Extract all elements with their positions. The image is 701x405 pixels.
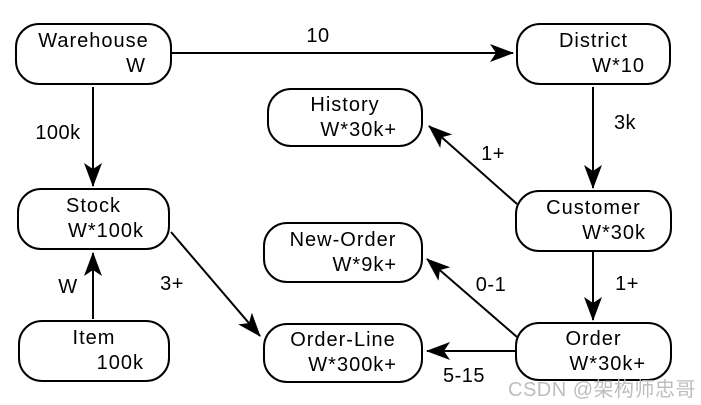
node-stock-count: W*100k xyxy=(67,220,144,242)
node-new-order-count: W*9k+ xyxy=(332,253,397,276)
edge-label-warehouse-stock: 100k xyxy=(35,122,81,144)
node-district-count: W*10 xyxy=(592,55,645,77)
node-item-name: Item xyxy=(72,327,116,349)
node-warehouse: Warehouse W xyxy=(15,23,172,85)
edge-order-new-order xyxy=(426,258,518,338)
node-order-line-count: W*300k+ xyxy=(308,354,397,376)
node-stock-name: Stock xyxy=(65,195,122,217)
edge-label-stock-order-line: 3+ xyxy=(160,273,184,295)
edge-label-warehouse-district: 10 xyxy=(306,25,329,47)
node-item: Item 100k xyxy=(18,320,170,382)
node-customer: Customer W*30k xyxy=(515,190,672,252)
edge-label-district-customer: 3k xyxy=(614,112,637,134)
node-order: Order W*30k+ xyxy=(515,322,672,381)
node-district-name: District xyxy=(558,30,629,52)
edge-label-order-order-line: 5-15 xyxy=(443,365,485,387)
node-district: District W*10 xyxy=(516,23,671,85)
edge-label-item-stock: W xyxy=(58,276,77,298)
node-item-count: 100k xyxy=(96,352,144,374)
node-customer-count: W*30k xyxy=(582,222,646,244)
csdn-watermark: CSDN @架构师忠哥 xyxy=(508,379,697,401)
edge-label-order-new-order: 0-1 xyxy=(476,274,506,296)
node-new-order: New-Order W*9k+ xyxy=(263,222,423,283)
edge-customer-history xyxy=(428,125,518,205)
node-customer-name: Customer xyxy=(546,197,641,219)
node-order-count: W*30k+ xyxy=(569,352,646,375)
node-warehouse-count: W xyxy=(126,55,146,77)
edge-label-customer-order: 1+ xyxy=(615,273,639,295)
edge-stock-order-line xyxy=(170,231,261,337)
node-history: History W*30k+ xyxy=(267,88,423,147)
node-order-line: Order-Line W*300k+ xyxy=(263,323,423,383)
node-history-name: History xyxy=(310,93,380,116)
node-stock: Stock W*100k xyxy=(17,188,170,250)
node-order-line-name: Order-Line xyxy=(290,329,396,351)
node-order-name: Order xyxy=(565,327,622,350)
node-history-count: W*30k+ xyxy=(320,118,397,141)
edge-label-customer-history: 1+ xyxy=(481,143,505,165)
node-warehouse-name: Warehouse xyxy=(38,30,149,52)
node-new-order-name: New-Order xyxy=(289,228,397,251)
